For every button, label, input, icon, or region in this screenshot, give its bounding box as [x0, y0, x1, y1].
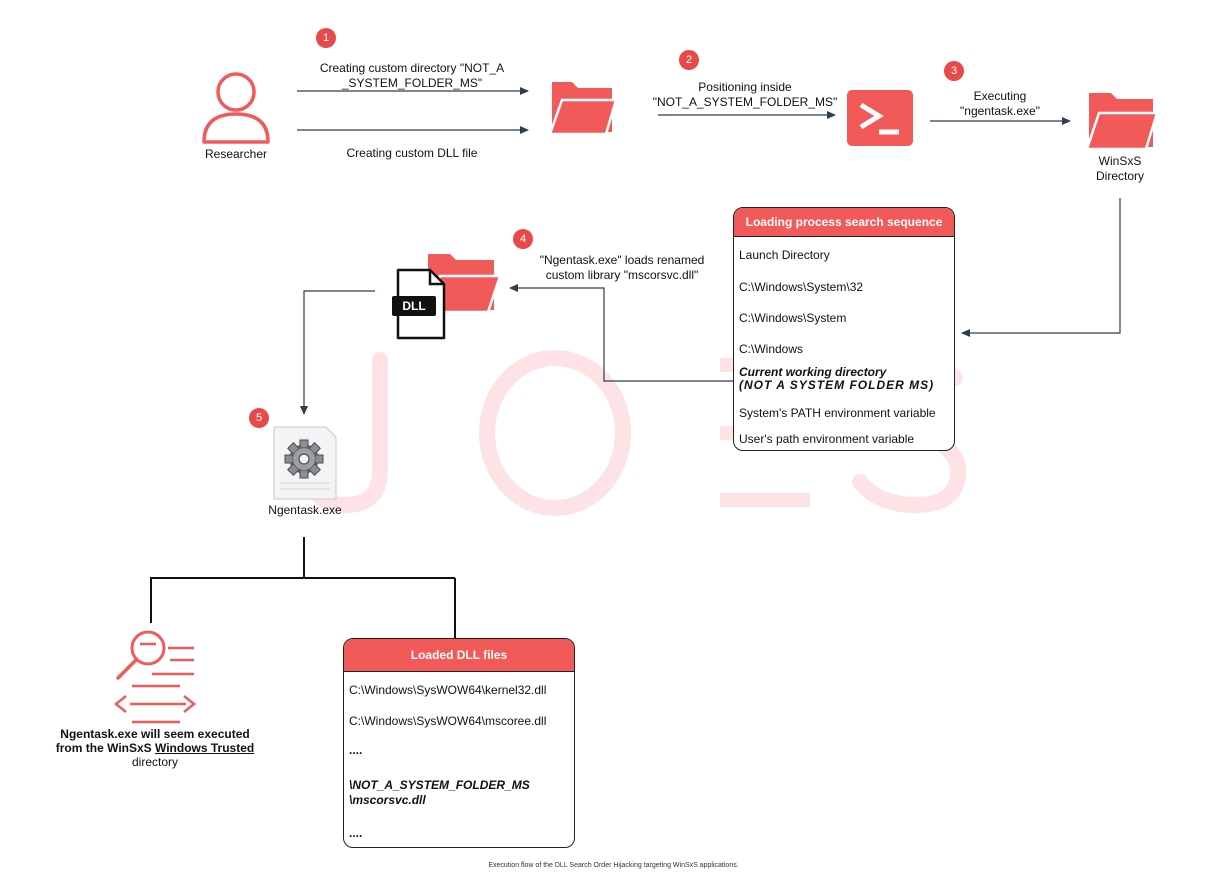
search-sequence-box: Loading process search sequence Launch D…	[733, 207, 955, 451]
step1-label-line1: Creating custom directory "NOT_A	[319, 61, 505, 75]
ngentask-label: Ngentask.exe	[268, 503, 342, 517]
step-badge-5: 5	[249, 408, 269, 428]
search-row: C:\Windows\System\32	[739, 280, 864, 294]
search-row-highlight: Current working directory (NOT A SYSTEM …	[734, 366, 934, 392]
dll-row: C:\Windows\SysWOW64\kernel32.dll	[349, 683, 547, 697]
result-text: Ngentask.exe will seem executed from the…	[40, 727, 270, 769]
step3-label-line2: "ngentask.exe"	[960, 104, 1040, 118]
step3-label-line1: Executing	[973, 89, 1027, 103]
step4-label: "Ngentask.exe" loads renamed custom libr…	[522, 253, 722, 283]
search-sequence-title: Loading process search sequence	[734, 208, 954, 237]
step1-label-line2: _SYSTEM_FOLDER_MS"	[341, 76, 483, 90]
step2-label-line2: "NOT_A_SYSTEM_FOLDER_MS"	[652, 95, 838, 109]
result-line2-underlined: Windows Trusted	[155, 741, 255, 755]
search-row: User's path environment variable	[739, 432, 915, 446]
arrow-sequence-to-dll	[509, 284, 733, 382]
search-row: C:\Windows\System	[739, 311, 847, 325]
researcher-label: Researcher	[204, 147, 268, 161]
highlight-line1: Current working directory	[739, 365, 887, 379]
loaded-dlls-box: Loaded DLL files C:\Windows\SysWOW64\ker…	[343, 638, 575, 848]
dll-row: \NOT_A_SYSTEM_FOLDER_MS	[349, 778, 530, 792]
search-document-icon	[113, 630, 197, 724]
dll-row: \mscorsvc.dll	[349, 793, 426, 807]
caption: Execution flow of the DLL Search Order H…	[488, 862, 739, 869]
result-line2-prefix: from the WinSxS	[55, 741, 155, 755]
tree-connector	[150, 537, 456, 638]
search-row: C:\Windows	[739, 342, 804, 356]
result-line2: from the WinSxS Windows Trusted	[40, 741, 270, 755]
search-row: Launch Directory	[739, 248, 830, 262]
dll-row: ....	[349, 743, 363, 757]
result-line3: directory	[131, 755, 178, 769]
step4-label-line2: custom library "mscorsvc.dll"	[545, 268, 699, 282]
step-badge-1: 1	[316, 28, 336, 48]
dll-row: C:\Windows\SysWOW64\mscoree.dll	[349, 714, 547, 728]
winsxs-label: WinSxS Directory	[1080, 154, 1160, 184]
step4-label-line1: "Ngentask.exe" loads renamed	[539, 253, 705, 267]
step-badge-2: 2	[679, 50, 699, 70]
step-badge-4: 4	[513, 229, 533, 249]
dll-file-icon	[392, 268, 446, 340]
gear-icon	[273, 426, 337, 500]
step3-label: Executing "ngentask.exe"	[935, 89, 1065, 119]
step-badge-3: 3	[944, 61, 964, 81]
dll-row: ....	[349, 826, 363, 840]
step2-label-line1: Positioning inside	[698, 80, 792, 94]
step2-label: Positioning inside "NOT_A_SYSTEM_FOLDER_…	[640, 80, 850, 110]
search-row: System's PATH environment variable	[739, 406, 936, 420]
folder-icon	[1085, 93, 1159, 151]
result-line1: Ngentask.exe will seem executed	[60, 727, 250, 741]
highlight-line2: (NOT A SYSTEM FOLDER MS)	[739, 378, 935, 392]
user-icon	[202, 72, 270, 144]
winsxs-label-line1: WinSxS	[1098, 154, 1142, 168]
folder-icon	[548, 82, 618, 136]
loaded-dlls-title: Loaded DLL files	[344, 639, 574, 672]
winsxs-label-line2: Directory	[1095, 169, 1144, 183]
step1-label: Creating custom directory "NOT_A _SYSTEM…	[297, 61, 527, 91]
arrow-winsxs-to-sequence	[961, 198, 1121, 337]
arrow-dll-to-ngentask	[300, 290, 375, 415]
terminal-icon	[847, 90, 913, 146]
dll-label: DLL	[402, 299, 426, 313]
step1-dll-label: Creating custom DLL file	[346, 146, 478, 160]
